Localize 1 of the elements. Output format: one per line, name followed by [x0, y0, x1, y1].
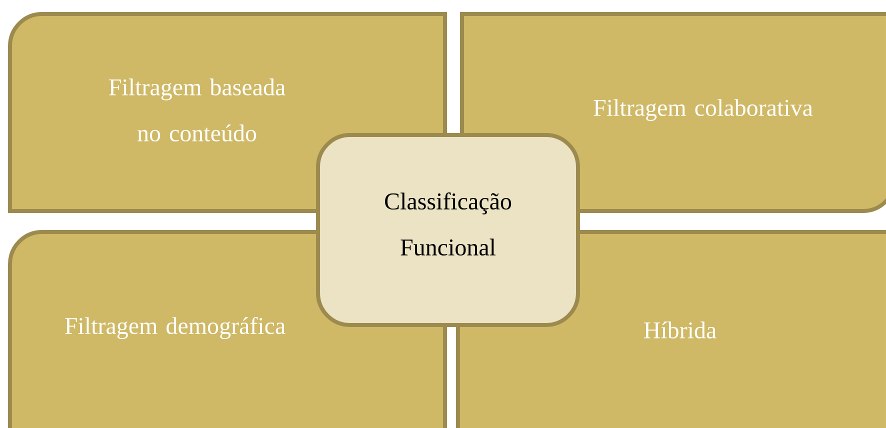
center-box: Classificação Funcional	[316, 133, 580, 327]
